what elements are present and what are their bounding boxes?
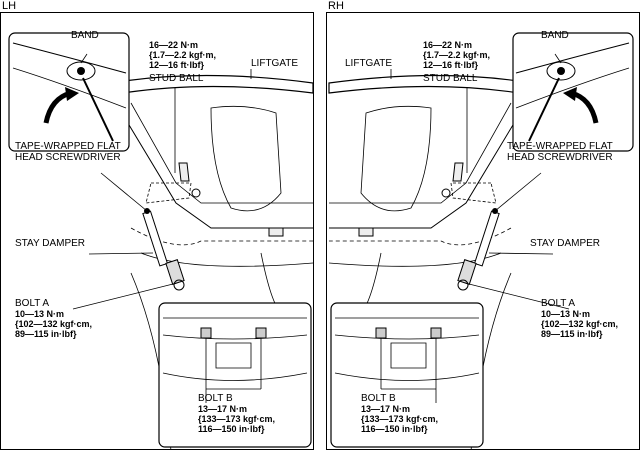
lh-stud-ball-label: STUD BALL bbox=[149, 73, 204, 84]
rh-bolt-a-torque-line: {102—132 kgf·cm, bbox=[541, 319, 619, 329]
lh-bolt-a-torque-line: {102—132 kgf·cm, bbox=[15, 319, 93, 329]
lh-tape-screwdriver-label: TAPE-WRAPPED FLAT HEAD SCREWDRIVER bbox=[15, 141, 121, 163]
rh-tape-screwdriver-label: TAPE-WRAPPED FLAT HEAD SCREWDRIVER bbox=[507, 141, 613, 163]
lh-side-label: LH bbox=[2, 0, 17, 12]
lh-liftgate-label: LIFTGATE bbox=[251, 58, 299, 69]
lh-panel: BAND 16—22 N·m {1.7—2.2 kgf·m, 12—16 ft·… bbox=[0, 12, 314, 450]
rh-tape-line1: TAPE-WRAPPED FLAT bbox=[507, 141, 613, 152]
lh-stay-damper-label: STAY DAMPER bbox=[15, 238, 86, 249]
lh-bolt-b-torque-line: {133—173 kgf·cm, bbox=[198, 414, 276, 424]
lh-stud-ball-torque: 16—22 N·m {1.7—2.2 kgf·m, 12—16 ft·lbf} bbox=[149, 40, 216, 70]
lh-bolt-b-torque-line: 13—17 N·m bbox=[198, 404, 248, 414]
lh-bolt-b-torque-line: 116—150 in·lbf} bbox=[198, 424, 265, 434]
rh-bolt-b-torque: 13—17 N·m {133—173 kgf·cm, 116—150 in·lb… bbox=[361, 404, 438, 434]
rh-bolt-b-torque-line: 116—150 in·lbf} bbox=[361, 424, 428, 434]
lh-bolt-b-torque: 13—17 N·m {133—173 kgf·cm, 116—150 in·lb… bbox=[198, 404, 275, 434]
rh-stud-ball-torque-line: 12—16 ft·lbf} bbox=[423, 60, 479, 70]
lh-tape-line2: HEAD SCREWDRIVER bbox=[15, 152, 121, 163]
rh-bolt-b-torque-line: 13—17 N·m bbox=[361, 404, 411, 414]
lh-bolt-b-label: BOLT B bbox=[198, 393, 233, 404]
rh-side-label: RH bbox=[328, 0, 344, 12]
lh-bolt-a-torque-line: 89—115 in·lbf} bbox=[15, 329, 77, 339]
lh-bolt-a-torque: 10—13 N·m {102—132 kgf·cm, 89—115 in·lbf… bbox=[15, 309, 92, 339]
rh-stud-ball-torque-line: 16—22 N·m bbox=[423, 40, 473, 50]
rh-band-label: BAND bbox=[541, 30, 569, 41]
rh-bolt-b-label: BOLT B bbox=[361, 393, 396, 404]
lh-bolt-a-torque-line: 10—13 N·m bbox=[15, 309, 65, 319]
lh-stud-ball-torque-line: 12—16 ft·lbf} bbox=[149, 60, 205, 70]
rh-bolt-b-torque-line: {133—173 kgf·cm, bbox=[361, 414, 439, 424]
rh-bolt-a-torque-line: 89—115 in·lbf} bbox=[541, 329, 603, 339]
lh-stud-ball-torque-line: 16—22 N·m bbox=[149, 40, 199, 50]
rh-bolt-a-torque: 10—13 N·m {102—132 kgf·cm, 89—115 in·lbf… bbox=[541, 309, 618, 339]
rh-stay-damper-label: STAY DAMPER bbox=[530, 238, 601, 249]
rh-panel: BAND 16—22 N·m {1.7—2.2 kgf·m, 12—16 ft·… bbox=[326, 12, 640, 450]
rh-stud-ball-torque-line: {1.7—2.2 kgf·m, bbox=[423, 50, 491, 60]
lh-tape-line1: TAPE-WRAPPED FLAT bbox=[15, 141, 121, 152]
rh-diagram bbox=[328, 32, 634, 449]
rh-stud-ball-torque: 16—22 N·m {1.7—2.2 kgf·m, 12—16 ft·lbf} bbox=[423, 40, 490, 70]
rh-liftgate-label: LIFTGATE bbox=[345, 58, 393, 69]
rh-stud-ball-label: STUD BALL bbox=[423, 73, 478, 84]
lh-band-label: BAND bbox=[71, 30, 99, 41]
rh-bolt-a-torque-line: 10—13 N·m bbox=[541, 309, 591, 319]
lh-stud-ball-torque-line: {1.7—2.2 kgf·m, bbox=[149, 50, 217, 60]
lh-bolt-a-label: BOLT A bbox=[15, 298, 50, 309]
rh-tape-line2: HEAD SCREWDRIVER bbox=[507, 152, 613, 163]
rh-bolt-a-label: BOLT A bbox=[541, 298, 576, 309]
lh-diagram bbox=[8, 32, 313, 449]
